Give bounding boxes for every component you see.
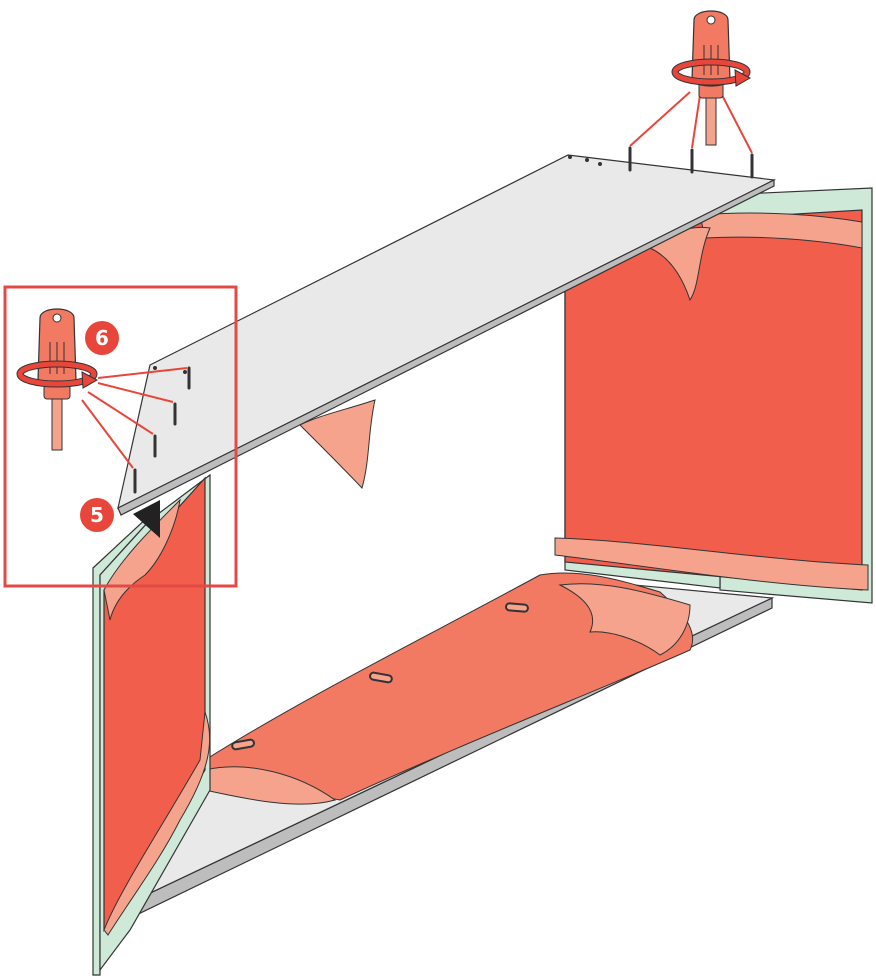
step-number-badge: 5 (80, 498, 114, 532)
step-number-badge: 6 (85, 321, 119, 355)
screwdriver-icon (38, 309, 76, 450)
leader-lines-top (630, 92, 752, 153)
bottom-panel (125, 573, 772, 918)
